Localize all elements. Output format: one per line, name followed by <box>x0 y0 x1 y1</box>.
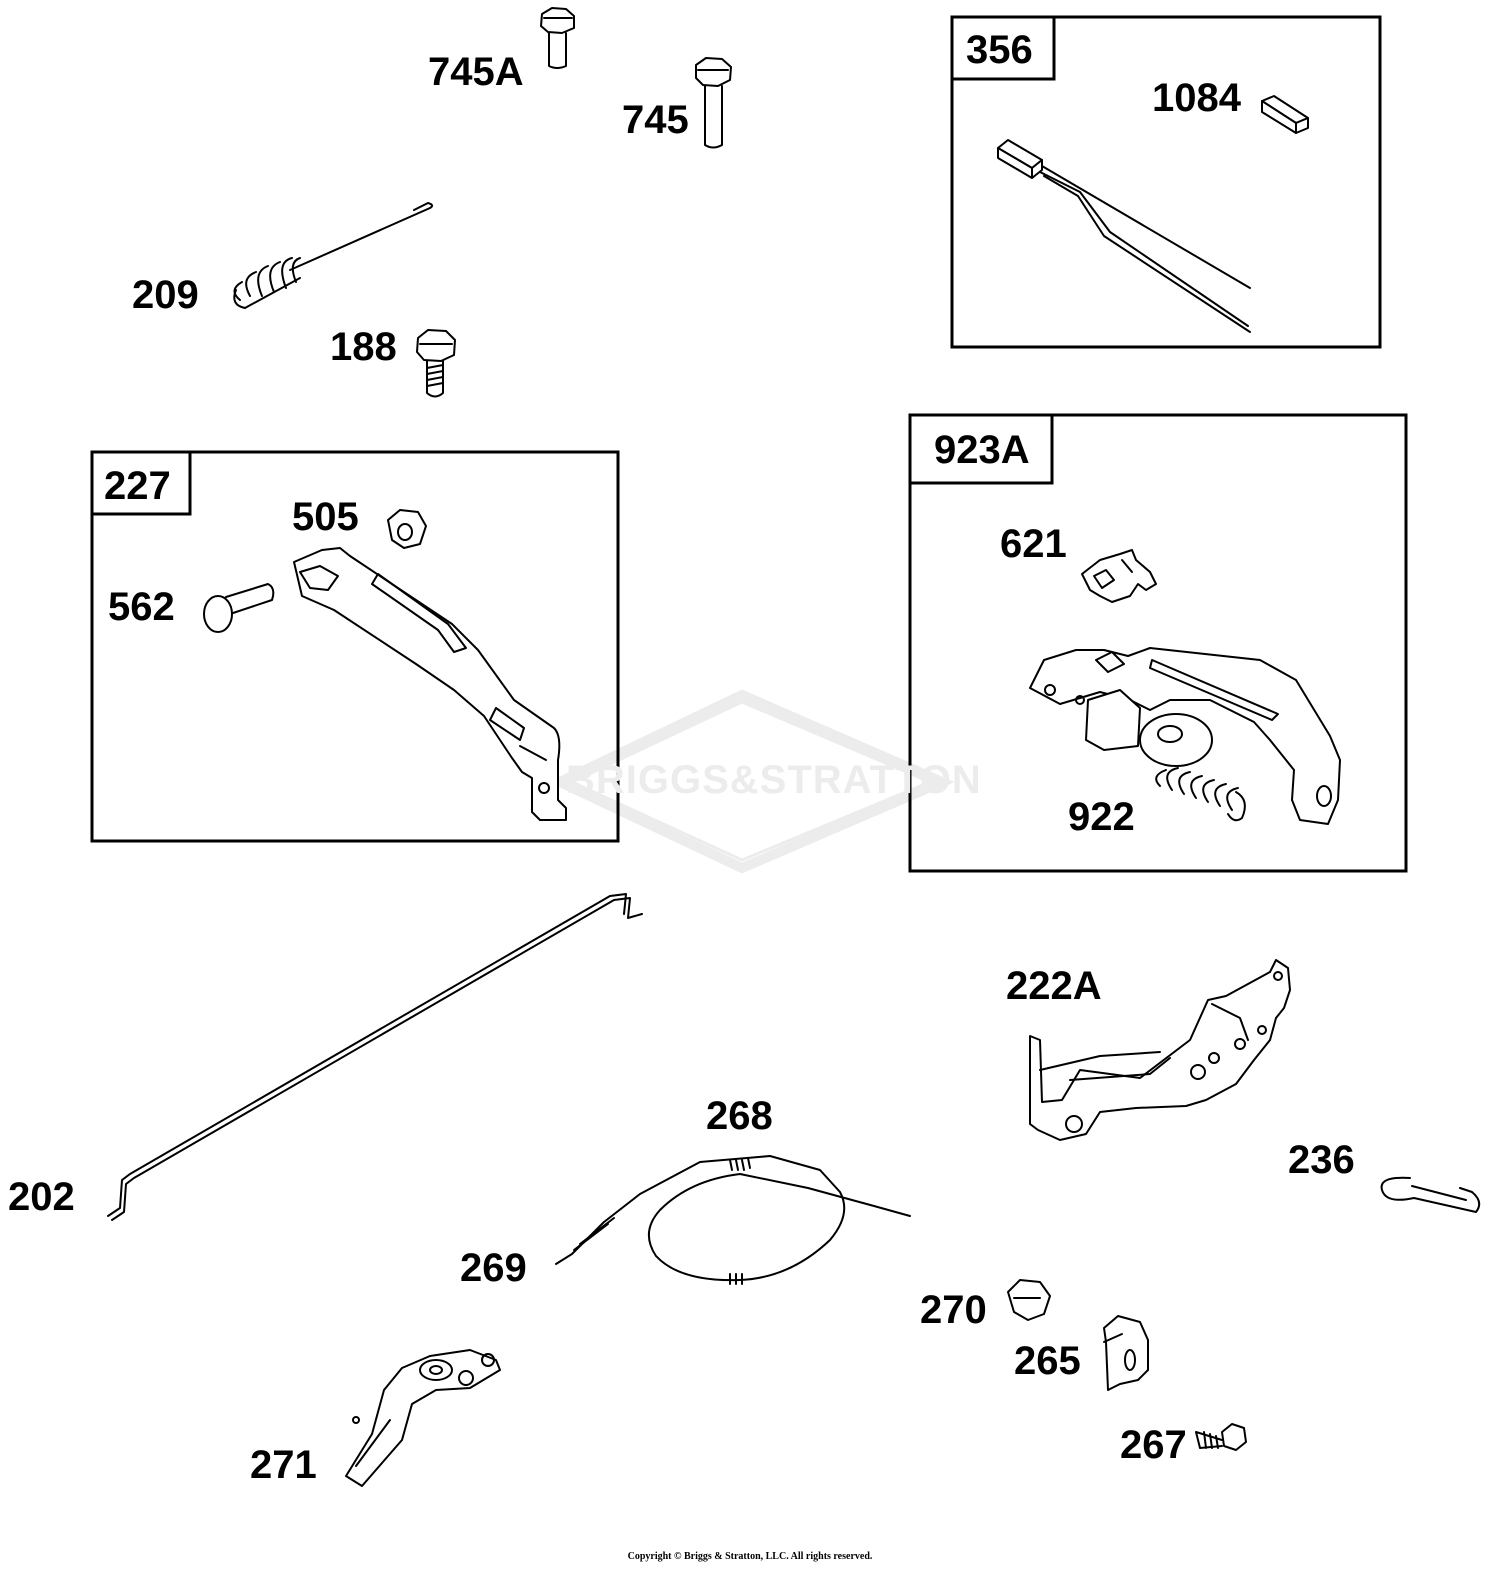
label-562: 562 <box>108 585 175 629</box>
label-268: 268 <box>706 1094 773 1138</box>
kit-box-356 <box>950 15 1382 349</box>
label-209: 209 <box>132 273 199 317</box>
link-236-drawing <box>1380 1176 1481 1213</box>
label-922: 922 <box>1068 795 1135 839</box>
screw-267-drawing <box>1195 1423 1247 1451</box>
watermark-logo <box>548 689 955 874</box>
label-505: 505 <box>292 495 359 539</box>
wire-harness-356-drawing <box>997 139 1251 333</box>
cable-268-drawing <box>555 1155 911 1285</box>
lever-227-drawing <box>293 547 567 821</box>
bolt-745-drawing <box>695 57 732 149</box>
watermark-text: BRIGGS&STRATTON <box>566 758 982 802</box>
nut-505-drawing <box>387 509 427 549</box>
control-assembly-222A-drawing <box>1029 959 1291 1141</box>
label-227: 227 <box>104 464 171 508</box>
label-269: 269 <box>460 1246 527 1290</box>
block-1084-drawing <box>1261 95 1309 134</box>
spring-209-drawing <box>233 202 434 309</box>
label-270: 270 <box>920 1288 987 1332</box>
label-188: 188 <box>330 325 397 369</box>
label-621: 621 <box>1000 522 1067 566</box>
label-265: 265 <box>1014 1339 1081 1383</box>
label-236: 236 <box>1288 1138 1355 1182</box>
rod-202-drawing <box>107 893 643 1221</box>
label-356: 356 <box>966 28 1033 72</box>
nut-270-drawing <box>1007 1279 1051 1321</box>
label-202: 202 <box>8 1175 75 1219</box>
label-745A: 745A <box>428 50 524 94</box>
label-1084: 1084 <box>1152 76 1241 120</box>
bracket-271-drawing <box>345 1349 501 1487</box>
label-271: 271 <box>250 1443 317 1487</box>
kit-box-227 <box>90 450 620 843</box>
bolt-745A-drawing <box>540 7 575 69</box>
label-923A: 923A <box>934 428 1030 472</box>
spring-922-drawing <box>1155 767 1246 822</box>
label-267: 267 <box>1120 1423 1187 1467</box>
label-222A: 222A <box>1006 964 1102 1008</box>
bolt-188-drawing <box>416 329 456 398</box>
copyright-notice: Copyright © Briggs & Stratton, LLC. All … <box>627 1551 873 1562</box>
clamp-265-drawing <box>1103 1315 1149 1391</box>
control-bracket-922-drawing <box>1029 647 1341 825</box>
label-745: 745 <box>622 98 689 142</box>
pin-562-drawing <box>203 583 275 633</box>
kit-box-923A <box>908 413 1408 873</box>
clip-621-drawing <box>1081 549 1157 603</box>
